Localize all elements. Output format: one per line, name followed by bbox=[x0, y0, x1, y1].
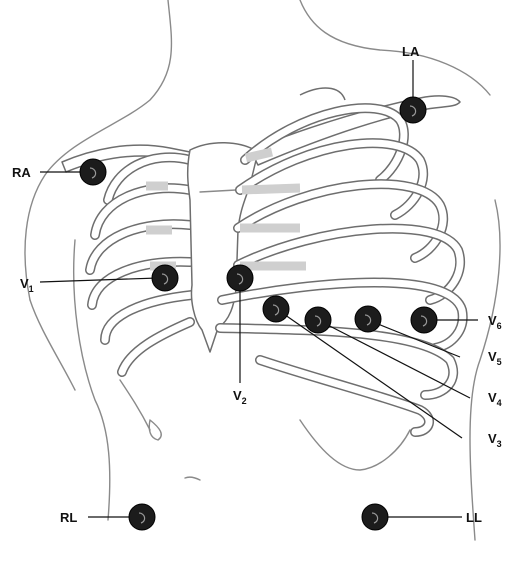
label-v1: V1 bbox=[20, 276, 34, 294]
electrode-ra bbox=[80, 159, 106, 185]
right-ribcage bbox=[90, 157, 192, 440]
electrode-v6 bbox=[411, 307, 437, 333]
label-v5: V5 bbox=[488, 349, 502, 367]
label-v3: V3 bbox=[488, 431, 502, 449]
label-la: LA bbox=[402, 44, 420, 59]
electrode-v1 bbox=[152, 265, 178, 291]
electrode-v4 bbox=[305, 307, 331, 333]
electrode-v3 bbox=[263, 296, 289, 322]
label-v6: V6 bbox=[488, 313, 502, 331]
label-v2: V2 bbox=[233, 388, 247, 406]
electrode-rl bbox=[129, 504, 155, 530]
electrode-v2 bbox=[227, 265, 253, 291]
label-rl: RL bbox=[60, 510, 77, 525]
electrode-ll bbox=[362, 504, 388, 530]
label-v4: V4 bbox=[488, 390, 502, 408]
electrode-v5 bbox=[355, 306, 381, 332]
label-ra: RA bbox=[12, 165, 31, 180]
electrode-la bbox=[400, 97, 426, 123]
sternum bbox=[188, 143, 258, 352]
label-ll: LL bbox=[466, 510, 482, 525]
